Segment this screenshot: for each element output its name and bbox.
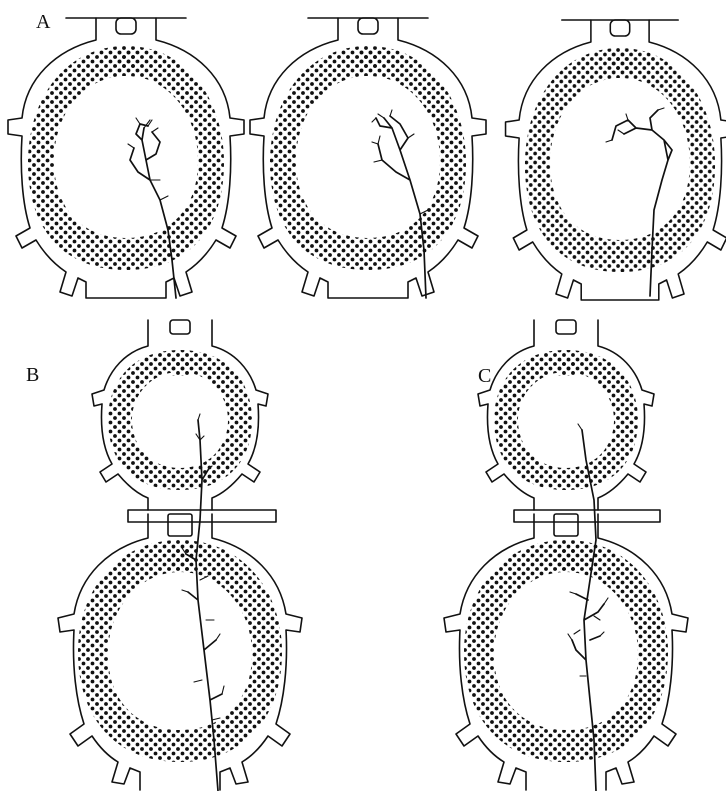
connective-band-b xyxy=(128,510,276,522)
panel-a: A xyxy=(8,11,726,300)
neuron-trace-a2 xyxy=(376,116,426,298)
panel-label-c: C xyxy=(478,365,491,387)
ganglion-c-upper xyxy=(478,320,654,510)
connective-band-c xyxy=(514,510,660,522)
ganglion-b-lower xyxy=(58,514,302,790)
panel-label-a: A xyxy=(36,11,51,33)
neuron-trace-a1 xyxy=(130,124,176,298)
panel-c: C xyxy=(444,320,688,791)
ganglion-c-lower xyxy=(444,514,688,790)
panel-b: B xyxy=(26,320,302,791)
ganglion-a3 xyxy=(506,20,726,300)
panel-label-b: B xyxy=(26,364,39,386)
ganglion-b-upper xyxy=(92,320,268,510)
ganglion-a1 xyxy=(8,18,244,298)
ganglion-a2 xyxy=(250,18,486,298)
